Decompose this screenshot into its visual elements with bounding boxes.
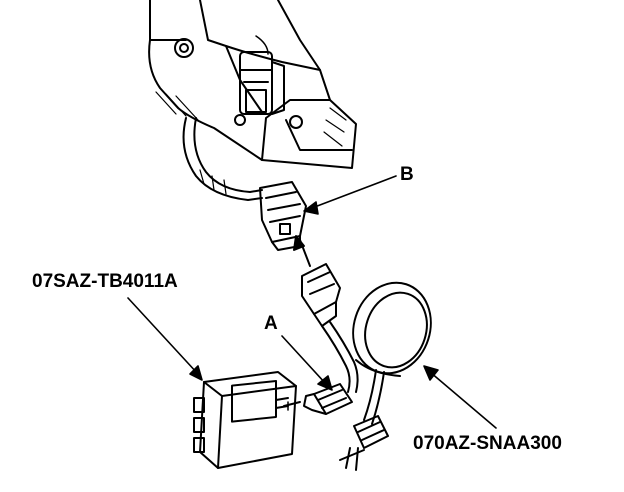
adapter-connector — [301, 263, 341, 327]
leader-harness — [429, 371, 497, 429]
adapter-harness-part-number-label: 070AZ-SNAA300 — [413, 433, 562, 454]
leader-b — [311, 175, 397, 209]
leader-a — [281, 335, 327, 385]
leader-arrows — [127, 175, 497, 429]
mate-arrow — [293, 235, 311, 267]
mounted-connector — [239, 35, 285, 115]
tool-box-part-number-label: 07SAZ-TB4011A — [32, 271, 178, 292]
vehicle-bracket — [148, 0, 357, 169]
adapter-harness — [321, 281, 432, 425]
connector-a-label: A — [264, 313, 278, 334]
tool-box — [193, 371, 297, 469]
connector-b — [259, 181, 307, 251]
vehicle-harness — [182, 117, 263, 201]
connector-b-label: B — [400, 164, 414, 185]
leader-tool-box — [127, 297, 199, 375]
harness-end-plug — [339, 415, 389, 471]
